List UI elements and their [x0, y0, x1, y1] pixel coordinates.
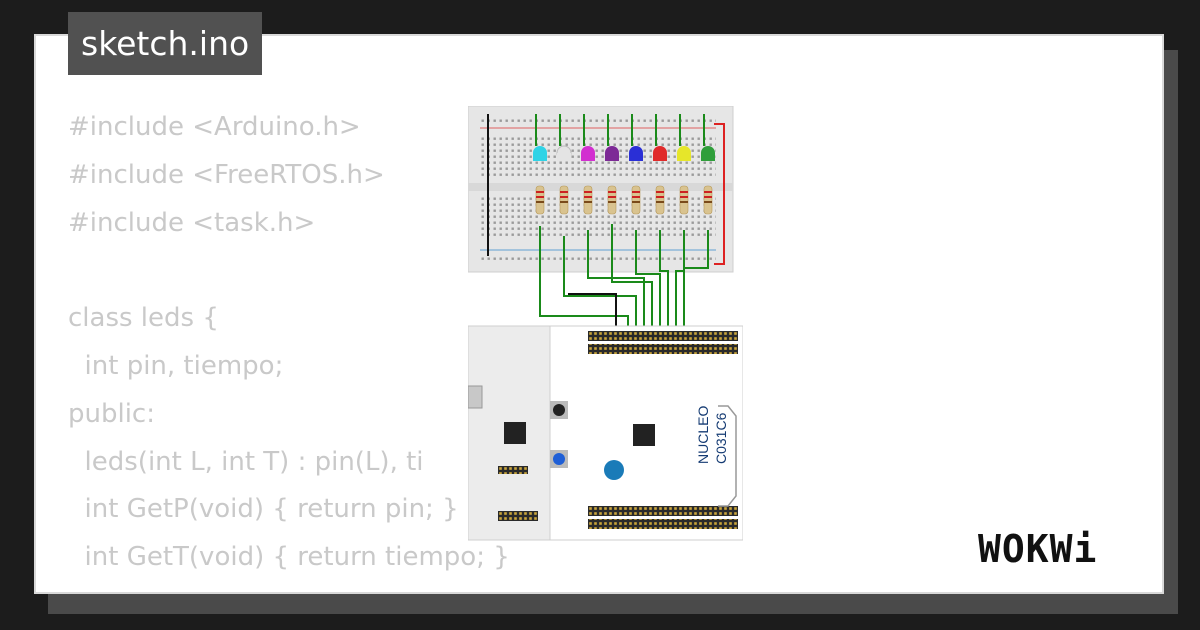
code-line: int GetP(void) { return pin; }	[68, 494, 459, 525]
user-button[interactable]	[550, 450, 568, 468]
led-blue	[629, 146, 643, 161]
led-white	[556, 145, 572, 161]
svg-text:WOKWi: WOKWi	[978, 527, 1097, 571]
header-top-2	[588, 344, 738, 354]
circuit-diagram: NUCLEO C031C6	[468, 106, 743, 541]
chip-stlink	[504, 422, 526, 444]
usb-port	[468, 385, 483, 409]
code-line: #include <task.h>	[68, 207, 316, 238]
reset-button[interactable]	[550, 401, 568, 419]
code-line: };	[68, 582, 510, 592]
code-line: int GetT(void) { return tiempo; }	[68, 542, 510, 573]
led-row	[533, 145, 715, 161]
led-cyan	[533, 146, 547, 161]
led-yellow	[677, 146, 691, 161]
header-top-1	[588, 331, 738, 341]
chip-mcu	[633, 424, 655, 446]
wokwi-logo: WOKWi	[978, 527, 1097, 571]
ground-wire	[568, 293, 617, 338]
file-tab[interactable]: sketch.ino	[68, 12, 263, 75]
breadboard	[468, 106, 734, 273]
code-line: #include <FreeRTOS.h>	[68, 159, 385, 190]
resistor-row	[535, 185, 713, 215]
nucleo-board: NUCLEO C031C6	[468, 325, 743, 541]
board-name-line1: NUCLEO	[695, 406, 711, 464]
header-bottom-2	[588, 519, 738, 529]
code-line: leds(int L, int T) : pin(L), ti	[68, 446, 424, 477]
code-editor: #include <Arduino.h> #include <FreeRTOS.h…	[68, 104, 510, 592]
led-green	[701, 146, 715, 161]
code-line	[68, 247, 510, 295]
preview-card: #include <Arduino.h> #include <FreeRTOS.h…	[34, 34, 1164, 594]
led-magenta	[581, 146, 595, 161]
board-name-line2: C031C6	[713, 412, 729, 464]
code-line: int pin, tiempo;	[68, 350, 284, 381]
led-rail-wires	[535, 114, 705, 146]
header-bottom-1	[588, 506, 738, 516]
led-red	[653, 146, 667, 161]
st-logo	[604, 460, 624, 480]
code-line: #include <Arduino.h>	[68, 112, 361, 142]
code-line: public:	[68, 398, 155, 429]
led-purple	[605, 146, 619, 161]
code-line: class leds {	[68, 303, 219, 334]
